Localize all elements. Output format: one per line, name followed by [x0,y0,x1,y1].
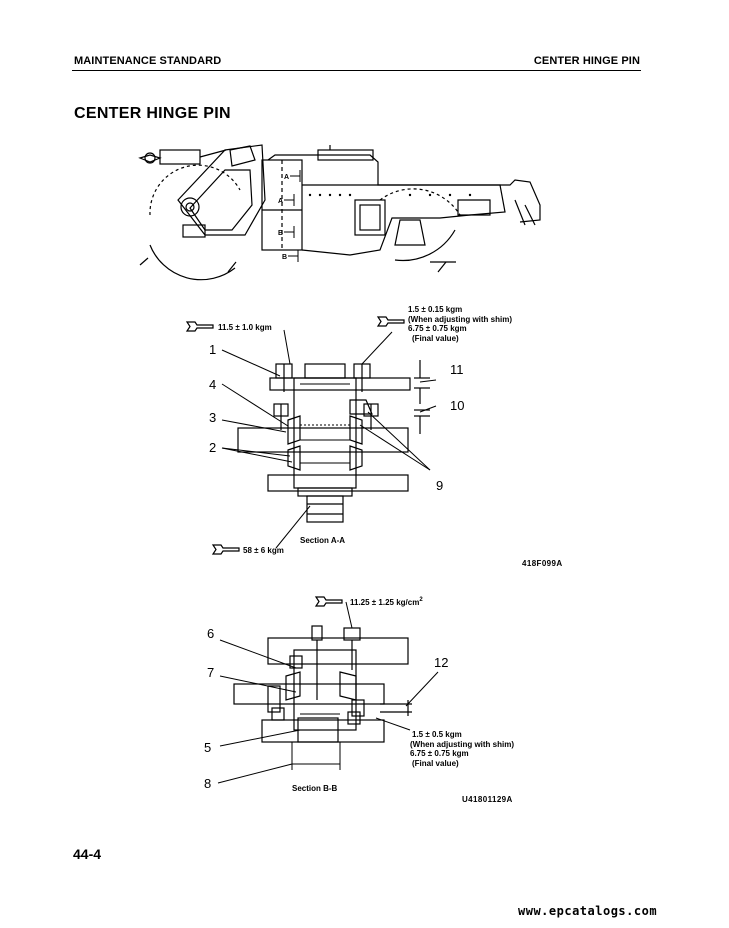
callout-4: 4 [209,377,216,392]
torque-label-bottom: 58 ± 6 kgm [243,546,284,555]
callout-2: 2 [209,440,216,455]
wrench-icon [185,321,214,332]
section-mark-b2: B [282,254,287,261]
header-left-title: MAINTENANCE STANDARD [74,55,222,67]
page-number: 44-4 [73,846,102,862]
figure-code-b: U41801129A [462,795,513,804]
torque-label-b-top-text: 11.25 ± 1.25 kg/cm [350,598,419,607]
torque-label-b-line2: (When adjusting with shim) [410,740,514,749]
header-rule [72,70,641,71]
torque-label-right-line2: (When adjusting with shim) [408,315,512,324]
section-a-label: Section A-A [300,536,345,545]
torque-label-right-line1: 1.5 ± 0.15 kgm [408,305,462,314]
section-mark-a1: A [284,174,289,181]
callout-6: 6 [207,626,214,641]
wrench-icon [376,316,405,327]
callout-7: 7 [207,665,214,680]
callout-8: 8 [204,776,211,791]
torque-label-b-top: 11.25 ± 1.25 kg/cm2 [350,597,423,607]
torque-label-b-line3: 6.75 ± 0.75 kgm [410,749,469,758]
section-b-label: Section B-B [292,784,338,793]
torque-label-b-top-sup: 2 [419,597,423,603]
section-mark-b1: B [278,230,283,237]
wrench-icon [314,596,343,607]
callout-1: 1 [209,342,216,357]
callout-9: 9 [436,478,443,493]
callout-3: 3 [209,410,216,425]
wrench-icon [211,544,240,555]
torque-label-right-line4: (Final value) [412,334,459,343]
torque-label-top-left: 11.5 ± 1.0 kgm [218,323,272,332]
section-mark-a2: A [278,198,283,205]
website-link[interactable]: www.epcatalogs.com [518,904,658,918]
section-a-drawing [221,329,437,549]
callout-11: 11 [450,362,464,377]
overview-machine-drawing [138,144,541,281]
torque-label-b-line4: (Final value) [412,759,459,768]
callout-12: 12 [434,655,448,670]
header-right-title: CENTER HINGE PIN [533,55,640,67]
figure-code-a: 418F099A [522,559,563,568]
page-title: CENTER HINGE PIN [74,105,231,122]
torque-label-right-line3: 6.75 ± 0.75 kgm [408,324,467,333]
section-b-drawing [217,601,439,784]
callout-5: 5 [204,740,211,755]
torque-label-b-line1: 1.5 ± 0.5 kgm [412,730,462,739]
callout-10: 10 [450,398,464,413]
